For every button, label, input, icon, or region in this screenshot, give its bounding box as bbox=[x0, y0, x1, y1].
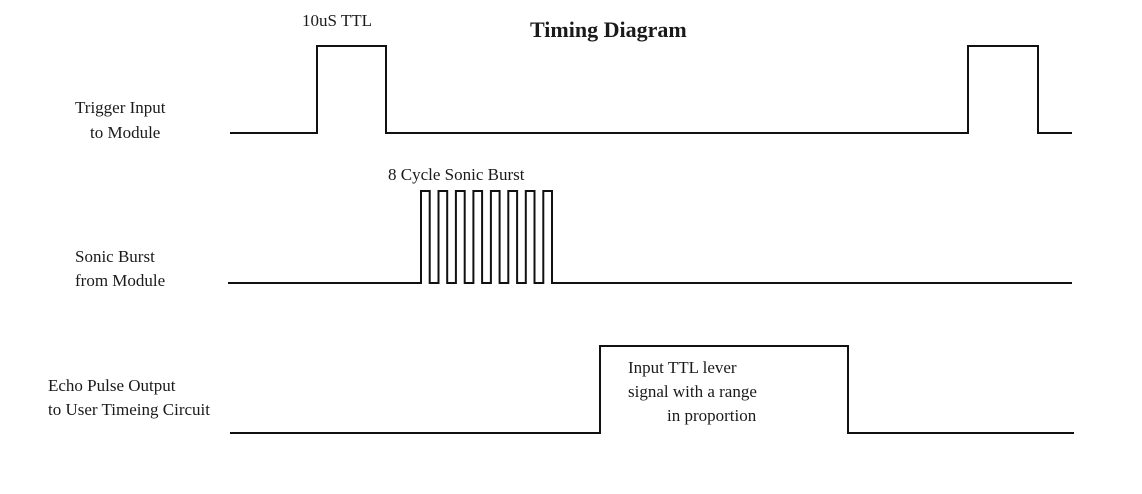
burst-label-line2: from Module bbox=[75, 271, 165, 290]
echo-waveform bbox=[230, 345, 1074, 434]
trigger-pulse-annotation: 10uS TTL bbox=[302, 11, 372, 30]
trigger-waveform bbox=[230, 45, 1072, 134]
trigger-label-line2: to Module bbox=[90, 123, 160, 142]
echo-label-line2: to User Timeing Circuit bbox=[48, 400, 210, 419]
diagram-title: Timing Diagram bbox=[530, 17, 687, 42]
echo-label-line1: Echo Pulse Output bbox=[48, 376, 176, 395]
echo-annotation-line2: signal with a range bbox=[628, 382, 757, 401]
trigger-label-line1: Trigger Input bbox=[75, 98, 166, 117]
echo-annotation-line1: Input TTL lever bbox=[628, 358, 737, 377]
burst-waveform bbox=[228, 190, 1072, 284]
burst-label-line1: Sonic Burst bbox=[75, 247, 155, 266]
burst-annotation: 8 Cycle Sonic Burst bbox=[388, 165, 525, 184]
echo-annotation-line3: in proportion bbox=[667, 406, 757, 425]
